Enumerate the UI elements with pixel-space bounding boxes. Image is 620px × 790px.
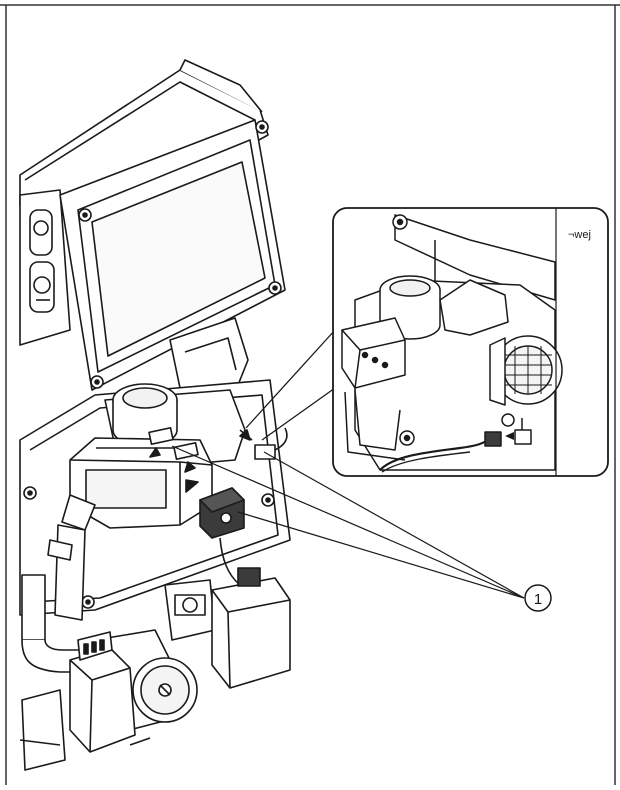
control-knob-upper [29, 209, 53, 256]
chassis-screws [23, 486, 275, 609]
leader-line-ignition [171, 445, 525, 599]
water-pipes-left [21, 574, 96, 771]
inset-fan-body [379, 275, 441, 340]
inset-screw-right [501, 413, 515, 427]
callout-marker: 1 [524, 584, 552, 612]
inset-plug-dark [484, 431, 502, 447]
zoom-lines [245, 329, 336, 441]
inset-burner-flange [489, 335, 563, 406]
leader-line-valve-plug [237, 511, 525, 599]
sensor-housing [211, 567, 291, 689]
control-knob-lower [29, 261, 55, 313]
inset-corner-text: ¬wej [568, 229, 591, 241]
diverter-valve [164, 579, 216, 641]
top-bracket [179, 59, 263, 113]
zoom-line-lower [261, 387, 336, 441]
detail-inset: ¬wej [332, 207, 609, 477]
callout-number: 1 [534, 591, 542, 608]
gas-valve [69, 437, 213, 529]
callout-leaders [171, 445, 525, 599]
fan-neck-inner [184, 337, 237, 371]
inset-upper-bracket [394, 214, 556, 301]
inset-unplug-arrow [505, 432, 514, 440]
control-box-window [91, 161, 266, 357]
gas-inlet-pipe [47, 494, 96, 621]
unplug-arrows [149, 429, 251, 493]
leader-line-connector [263, 451, 525, 599]
control-box-screws [78, 120, 282, 389]
pump-terminal-box [69, 631, 136, 753]
page-frame [0, 4, 620, 785]
back-housing-rail [24, 81, 256, 181]
zoom-line-upper [245, 329, 336, 429]
inset-plug-socket [514, 429, 532, 445]
inset-pipe [354, 389, 401, 451]
valve-plug-connector [199, 487, 245, 539]
valve-cable [219, 537, 241, 586]
inset-wire-harness [379, 439, 489, 471]
inset-valve-block [341, 317, 406, 389]
inset-venturi [439, 279, 509, 336]
boiler-assembly [19, 59, 291, 771]
base-frame [19, 737, 151, 746]
callout-circle [524, 584, 552, 612]
